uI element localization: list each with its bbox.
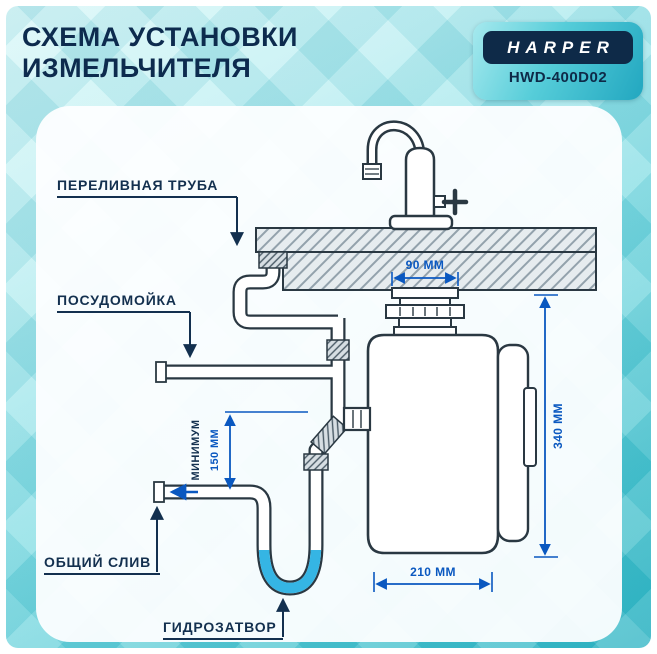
- dimension-90mm-label: 90 ММ: [406, 258, 445, 272]
- tee-coupling: [326, 339, 350, 361]
- trap-water-fill: [258, 550, 322, 594]
- dimension-90mm: 90 ММ: [391, 258, 459, 286]
- overflow-coupling: [258, 251, 288, 269]
- brand-model-number: HWD-400D02: [508, 69, 608, 86]
- page-title: СХЕМА УСТАНОВКИ ИЗМЕЛЬЧИТЕЛЯ: [22, 22, 298, 85]
- dimension-210mm: 210 ММ: [373, 565, 493, 592]
- minimum-label: МИНИМУМ: [190, 420, 202, 481]
- mounting-flange: [385, 287, 465, 336]
- disposer-side-detail: [523, 387, 537, 467]
- faucet-aerator: [362, 163, 382, 180]
- page-title-line1: СХЕМА УСТАНОВКИ: [22, 22, 298, 52]
- brand-badge: HARPER HWD-400D02: [473, 22, 643, 100]
- water-trap-label: ГИДРОЗАТВОР: [163, 619, 277, 635]
- dimension-150mm-label: 150 ММ: [209, 429, 221, 471]
- patterned-background: СХЕМА УСТАНОВКИ ИЗМЕЛЬЧИТЕЛЯ HARPER HWD-…: [6, 6, 651, 648]
- faucet: [362, 120, 469, 231]
- faucet-base: [388, 214, 454, 231]
- disposer-unit: [342, 333, 537, 555]
- faucet-column: [404, 146, 436, 220]
- overflow-pipe-label: ПЕРЕЛИВНАЯ ТРУБА: [57, 177, 218, 193]
- callout-common-drain: ОБЩИЙ СЛИВ: [44, 505, 164, 575]
- page-title-line2: ИЗМЕЛЬЧИТЕЛЯ: [22, 53, 252, 84]
- angle-coupling: [309, 415, 349, 455]
- dimension-210mm-label: 210 ММ: [410, 565, 456, 579]
- trap-nut-coupling: [303, 453, 329, 471]
- dishwasher-pipe-end: [155, 361, 167, 383]
- disposer-body: [366, 333, 500, 555]
- callout-water-trap: ГИДРОЗАТВОР: [163, 597, 290, 640]
- drain-pipe-end: [153, 481, 165, 503]
- installation-diagram: 90 ММ 340 ММ 210 ММ 150 ММ МИНИМУМ ПЕРЕЛ…: [36, 106, 622, 642]
- callout-dishwasher: ПОСУДОМОЙКА: [57, 291, 197, 359]
- dimension-340mm: 340 ММ: [534, 294, 565, 558]
- common-drain-label: ОБЩИЙ СЛИВ: [44, 553, 151, 570]
- brand-logo-text: HARPER: [507, 37, 615, 57]
- brand-logo-pill: HARPER: [483, 31, 633, 64]
- disposer-outlet-stub: [342, 406, 372, 432]
- dimension-150mm: 150 ММ МИНИМУМ: [169, 411, 308, 501]
- dimension-340mm-label: 340 ММ: [551, 403, 565, 449]
- flange-ribs: [399, 307, 451, 316]
- dishwasher-label: ПОСУДОМОЙКА: [57, 291, 177, 308]
- pipe-couplings: [258, 251, 350, 471]
- callout-overflow-pipe: ПЕРЕЛИВНАЯ ТРУБА: [57, 177, 244, 247]
